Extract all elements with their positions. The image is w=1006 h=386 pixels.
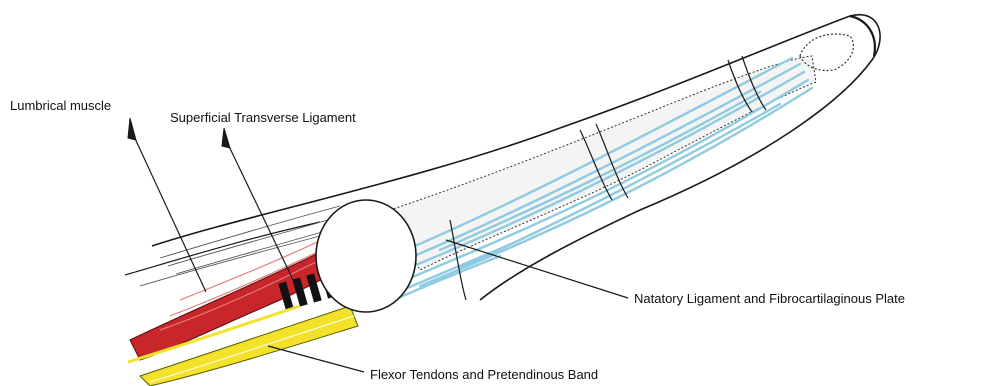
pointer-superficial-head bbox=[222, 128, 230, 148]
label-superficial-transverse-ligament: Superficial Transverse Ligament bbox=[170, 110, 356, 126]
pointer-superficial bbox=[226, 140, 296, 286]
metacarpal-head bbox=[316, 200, 416, 312]
label-natatory-ligament: Natatory Ligament and Fibrocartilaginous… bbox=[634, 291, 905, 307]
label-lumbrical-muscle: Lumbrical muscle bbox=[10, 98, 111, 114]
pointer-lumbrical-head bbox=[128, 118, 136, 140]
finger-outline bbox=[152, 15, 880, 300]
pointer-flexor bbox=[268, 346, 364, 372]
pointer-natatory bbox=[446, 240, 628, 298]
fingertip-nail-outline bbox=[850, 16, 875, 56]
label-flexor-tendons: Flexor Tendons and Pretendinous Band bbox=[370, 367, 598, 383]
fingertip-pulp bbox=[800, 34, 853, 70]
pointer-lumbrical bbox=[132, 132, 206, 292]
